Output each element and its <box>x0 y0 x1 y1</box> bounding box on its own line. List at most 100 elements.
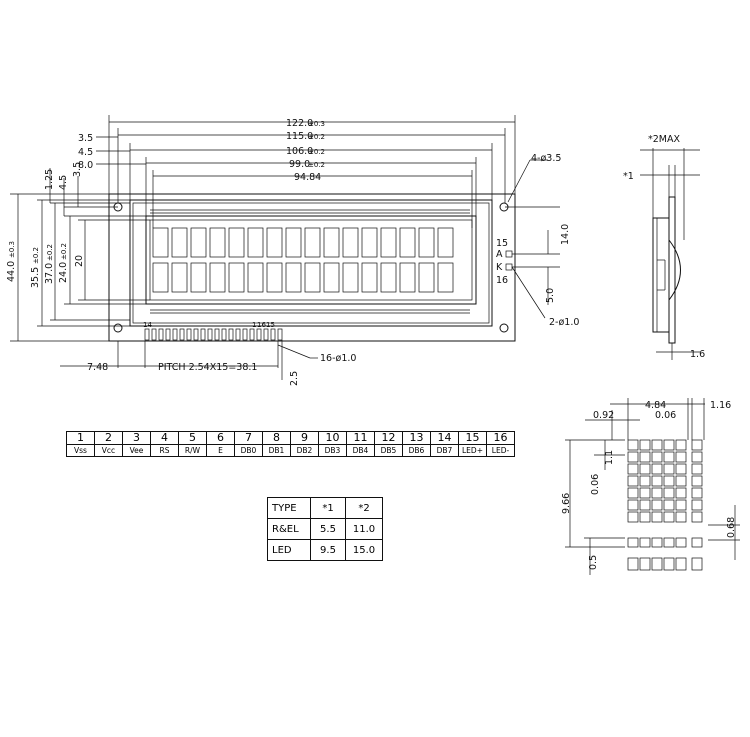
dim-8-0: 8.0 <box>78 160 93 171</box>
pin-signal: DB2 <box>290 444 319 457</box>
type-row: LED 9.5 15.0 <box>267 539 383 561</box>
char-dot-grid <box>627 439 703 571</box>
pin-label-1: 1 <box>252 321 256 329</box>
dim-20: 20 <box>74 255 85 267</box>
type-cell: LED <box>267 539 311 561</box>
dim-37: 37.0 <box>44 263 55 284</box>
pin-signal: DB5 <box>374 444 403 457</box>
led-pin-15: 15 <box>496 238 508 249</box>
dim-1-25: 1.25 <box>44 169 55 190</box>
pin-label-15: 15 <box>266 321 275 329</box>
pin-number: 13 <box>402 431 431 445</box>
dim-5: 5.0 <box>545 288 556 303</box>
type-cell: R&EL <box>267 518 311 540</box>
dim-44: 44.0 <box>6 261 17 282</box>
side-bottom-dim: 1.6 <box>690 349 705 360</box>
pin-number: 10 <box>318 431 347 445</box>
pin-signal: DB6 <box>402 444 431 457</box>
pin-signal: Vss <box>66 444 95 457</box>
dim-106: 106.0 <box>286 146 313 157</box>
pin-number: 16 <box>486 431 515 445</box>
pin-label-16: 16 <box>257 321 266 329</box>
char-cells <box>152 227 454 293</box>
pin-number: 14 <box>430 431 459 445</box>
pin-label-14: 14 <box>143 321 152 329</box>
pin-number: 15 <box>458 431 487 445</box>
char-dim-006v: 0.06 <box>590 474 601 495</box>
char-dim-966: 9.66 <box>561 493 572 514</box>
pin-signal: DB7 <box>430 444 459 457</box>
pin-signal: E <box>206 444 235 457</box>
pin-number: 4 <box>150 431 179 445</box>
pin-number: 9 <box>290 431 319 445</box>
tol: ±0.2 <box>32 247 40 264</box>
dim-2-5: 2.5 <box>289 371 300 386</box>
pin-signal: LED- <box>486 444 515 457</box>
char-dim-068: 0.68 <box>726 517 737 538</box>
pin-signal: R/W <box>178 444 207 457</box>
pin-signal-row: Vss Vcc Vee RS R/W E DB0 DB1 DB2 DB3 DB4… <box>66 444 515 457</box>
dim-115: 115.0 <box>286 131 313 142</box>
tol: ±0.2 <box>60 243 68 260</box>
pin-signal: DB0 <box>234 444 263 457</box>
pin-signal: Vee <box>122 444 151 457</box>
tol: ±0.3 <box>8 241 16 258</box>
pin-signal: DB4 <box>346 444 375 457</box>
pitch-label: PITCH 2.54X15=38.1 <box>158 362 257 373</box>
pin-number: 11 <box>346 431 375 445</box>
char-dim-116: 1.16 <box>710 400 731 411</box>
type-cell: 9.5 <box>310 539 346 561</box>
dim-24: 24.0 <box>58 262 69 283</box>
tol: ±0.2 <box>308 133 325 141</box>
type-cell: 15.0 <box>345 539 383 561</box>
mount-hole <box>499 323 509 333</box>
led-pin-k: K <box>496 262 503 273</box>
viewing-area <box>145 215 477 305</box>
dim-99: 99.0 <box>289 159 310 170</box>
tol: ±0.2 <box>308 148 325 156</box>
dim-4-5v: 4.5 <box>58 175 69 190</box>
pin-number: 8 <box>262 431 291 445</box>
holes-label: 4-ø3.5 <box>531 153 561 164</box>
char-dim-11: 1.1 <box>604 450 615 465</box>
connector-pins <box>144 328 283 341</box>
char-dim-006h: 0.06 <box>655 410 676 421</box>
dim-35-5: 35.5 <box>30 267 41 288</box>
type-table: TYPE *1 *2 R&EL 5.5 11.0 LED 9.5 15.0 <box>267 497 383 561</box>
led-pin-a: A <box>496 249 503 260</box>
char-detail: 4.84 0.92 0.06 1.16 9.66 0.06 1.1 0.5 0.… <box>561 398 740 575</box>
bezel <box>129 199 493 327</box>
pin-signal: DB3 <box>318 444 347 457</box>
led-holes-label: 2-ø1.0 <box>549 317 579 328</box>
pcb-outline <box>108 193 516 342</box>
pin-holes-label: 16-ø1.0 <box>320 353 356 364</box>
char-dim-484: 4.84 <box>645 400 666 411</box>
type-header: TYPE <box>267 497 311 519</box>
pin-number-row: 1 2 3 4 5 6 7 8 9 10 11 12 13 14 15 16 <box>66 431 515 445</box>
type-cell: 5.5 <box>310 518 346 540</box>
dim-3-5v: 3.5 <box>72 162 83 177</box>
led-pad-k <box>505 263 513 271</box>
pin-signal: RS <box>150 444 179 457</box>
pin-number: 3 <box>122 431 151 445</box>
char-dim-05: 0.5 <box>588 555 599 570</box>
tol: ±0.2 <box>46 244 54 261</box>
pin-number: 5 <box>178 431 207 445</box>
side-top-dim: *2MAX <box>648 134 680 145</box>
char-dim-092: 0.92 <box>593 410 614 421</box>
led-pad-a <box>505 250 513 258</box>
pin-signal: DB1 <box>262 444 291 457</box>
dim-9484: 94.84 <box>294 172 321 183</box>
tol: ±0.2 <box>308 161 325 169</box>
type-header: *2 <box>345 497 383 519</box>
type-header: *1 <box>310 497 346 519</box>
pin-number: 1 <box>66 431 95 445</box>
pin-number: 6 <box>206 431 235 445</box>
type-cell: 11.0 <box>345 518 383 540</box>
dim-3-5: 3.5 <box>78 133 93 144</box>
dim-4-5: 4.5 <box>78 147 93 158</box>
dim-122: 122.0 <box>286 118 313 129</box>
pin-number: 12 <box>374 431 403 445</box>
led-pin-16: 16 <box>496 275 508 286</box>
